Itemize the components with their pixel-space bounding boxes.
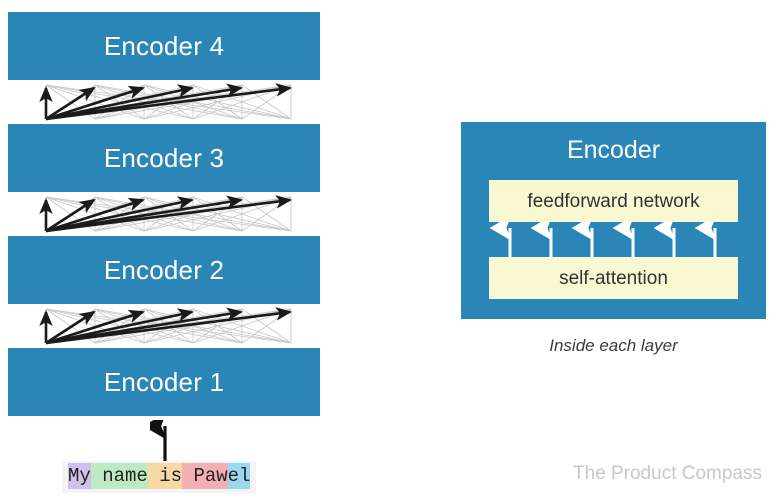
encoder-bar-4: Encoder 4 bbox=[8, 12, 320, 80]
encoder-detail-caption: Inside each layer bbox=[549, 336, 678, 355]
self-attention-label: self-attention bbox=[559, 267, 668, 289]
encoder-bar-4-label: Encoder 4 bbox=[103, 31, 225, 61]
encoder-bar-3-label: Encoder 3 bbox=[103, 143, 225, 173]
encoder-bar-2: Encoder 2 bbox=[8, 236, 320, 304]
encoder-bar-3: Encoder 3 bbox=[8, 124, 320, 192]
encoder-bar-1-label: Encoder 1 bbox=[103, 367, 225, 397]
encoder-detail-panel: Encoder feedforward network bbox=[461, 122, 766, 319]
feedforward-network-label: feedforward network bbox=[527, 190, 700, 212]
feedforward-network-box: feedforward network bbox=[489, 180, 738, 222]
token-2: is bbox=[147, 463, 183, 489]
token-4: el bbox=[227, 463, 251, 489]
attention-lattice-3 bbox=[8, 303, 320, 349]
encoder-bar-1: Encoder 1 bbox=[8, 348, 320, 416]
token-3: Paw bbox=[182, 463, 228, 489]
token-1: name bbox=[90, 463, 148, 489]
encoder-detail-title: Encoder bbox=[566, 136, 661, 164]
attention-lattice-2 bbox=[8, 191, 320, 237]
token-0: My bbox=[68, 463, 91, 489]
encoder-bar-2-label: Encoder 2 bbox=[103, 255, 225, 285]
input-arrow-icon bbox=[143, 412, 180, 462]
sublayer-arrows bbox=[489, 222, 738, 257]
tokenized-input: My name is Pawel bbox=[62, 461, 257, 493]
attention-lattice-1 bbox=[8, 79, 320, 125]
self-attention-box: self-attention bbox=[489, 257, 738, 299]
watermark-text: The Product Compass bbox=[572, 463, 762, 484]
